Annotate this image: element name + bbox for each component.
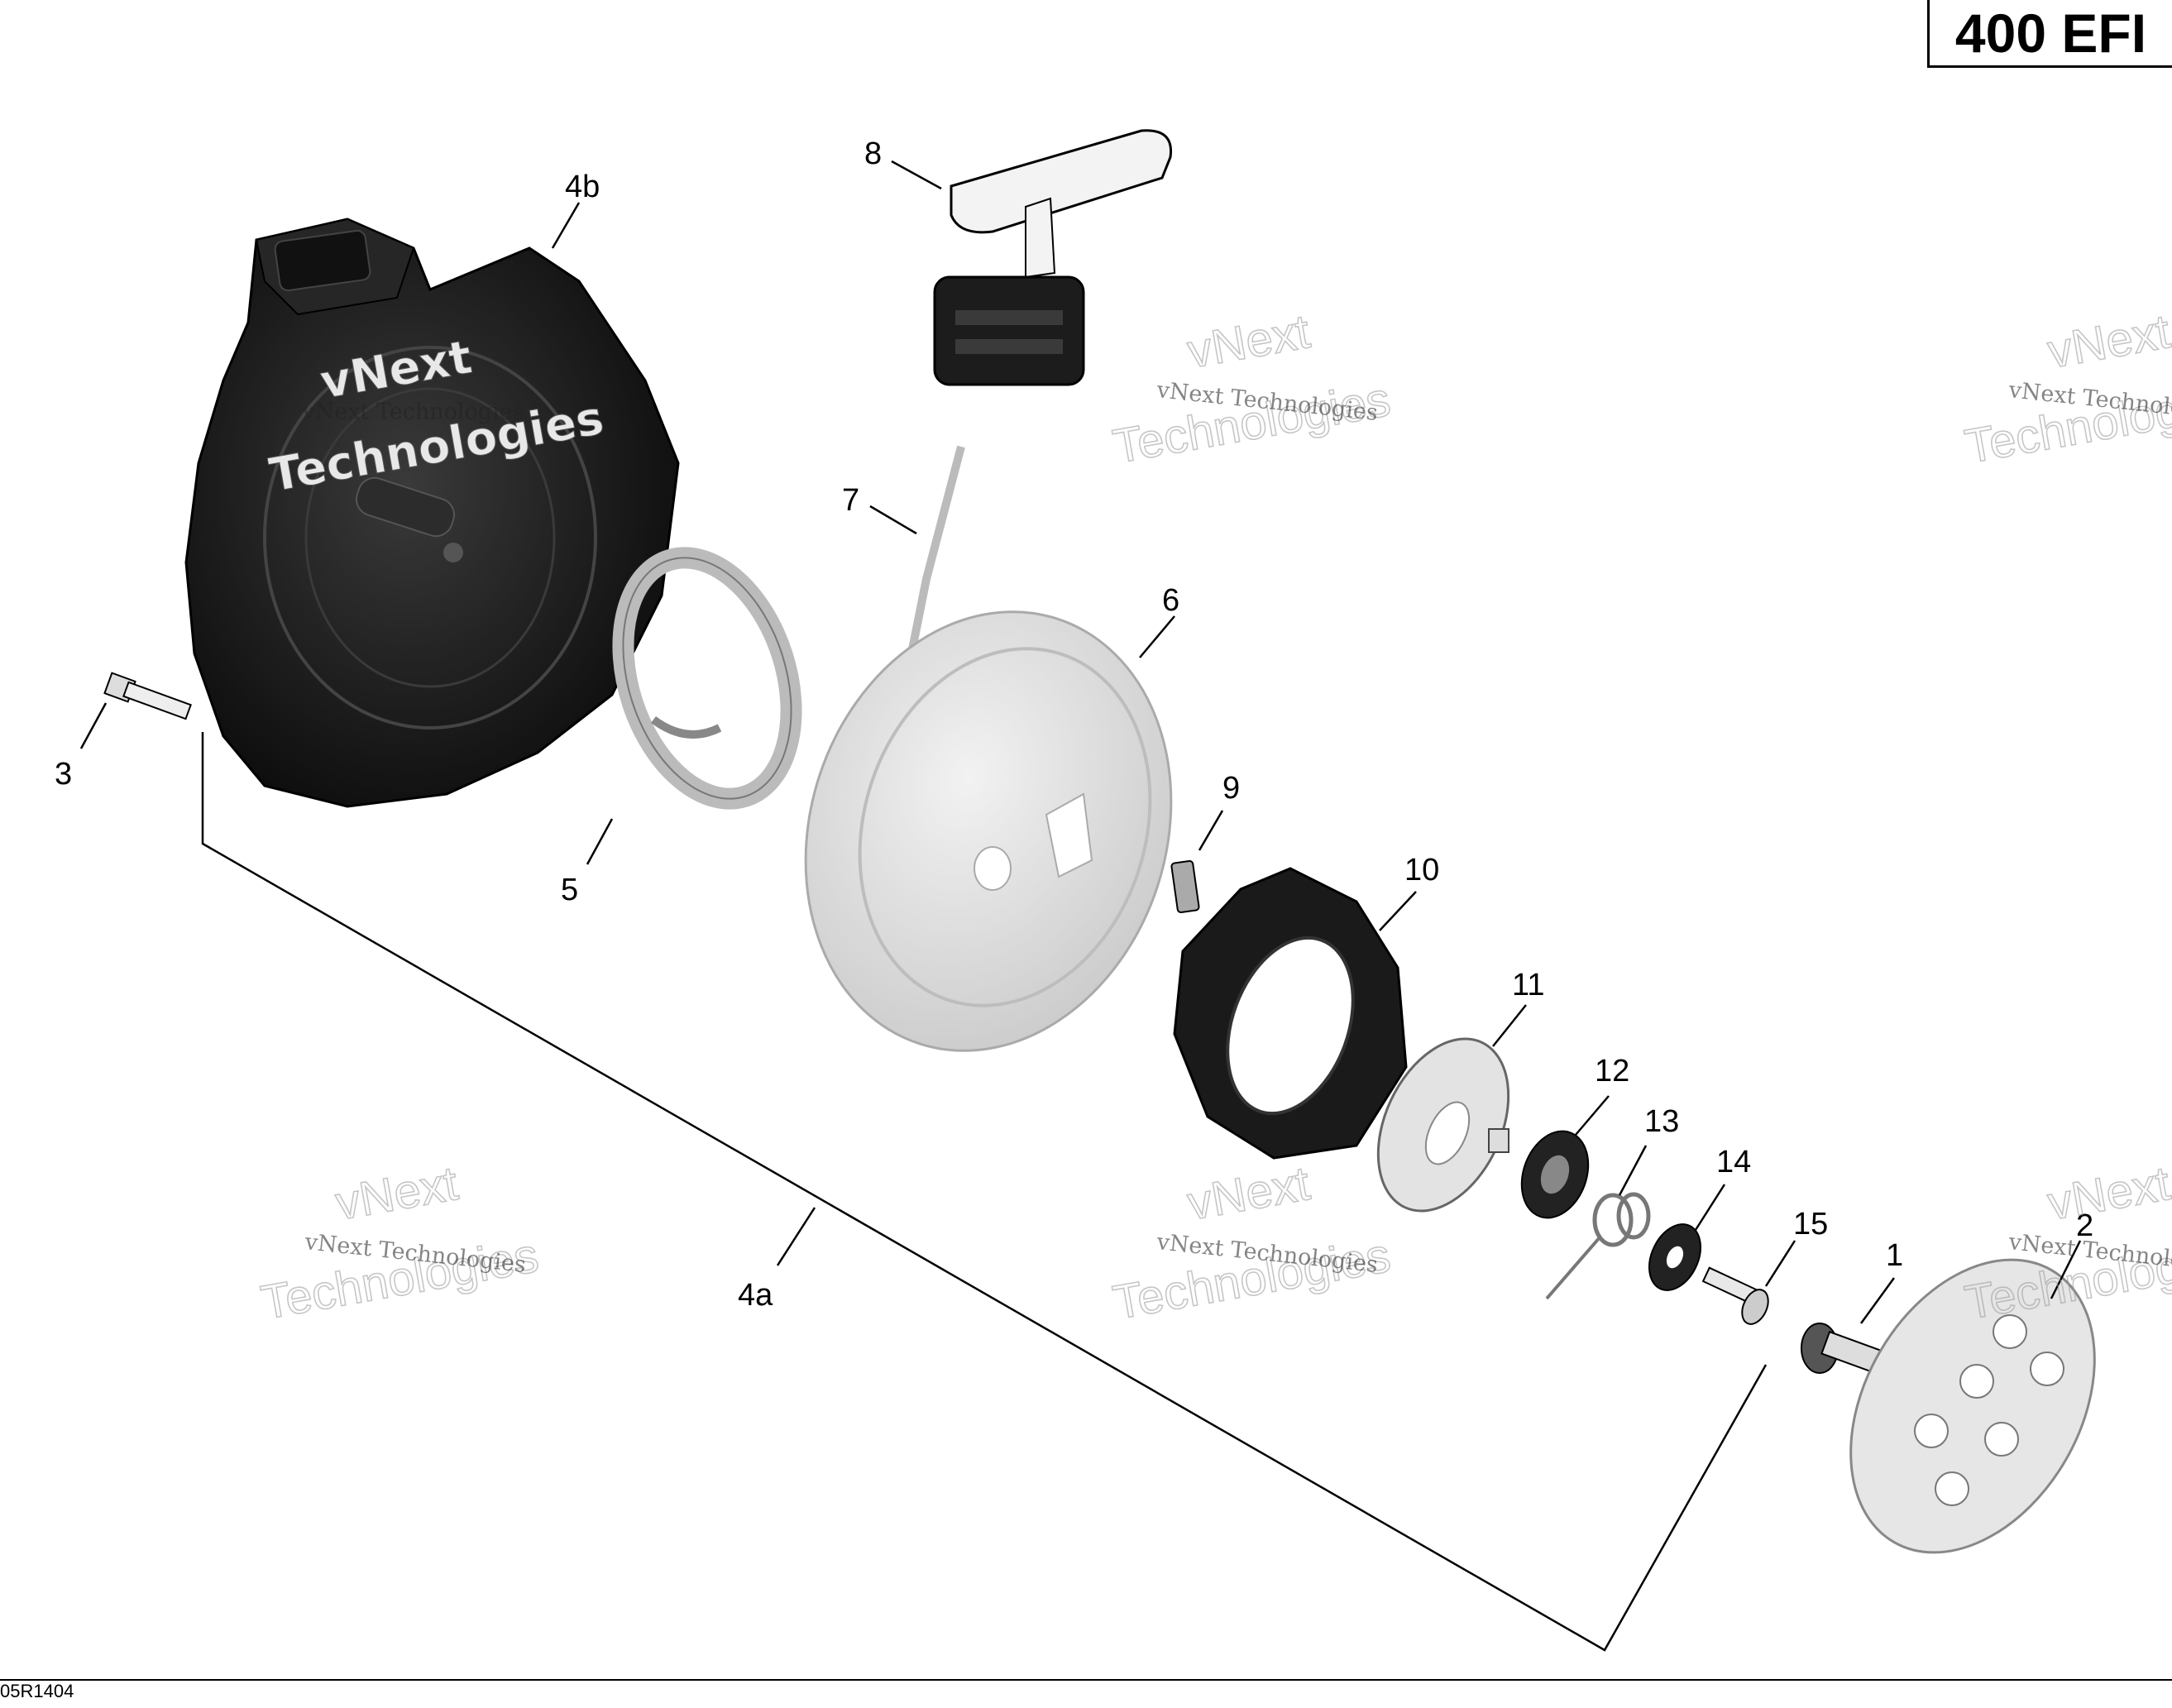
callout-11: 11 bbox=[1512, 968, 1544, 1002]
watermark-top-right: vNext Technologies vNext Technologies bbox=[1960, 304, 2172, 474]
svg-text:vNext: vNext bbox=[332, 1156, 462, 1231]
callout-9: 9 bbox=[1222, 771, 1240, 806]
callout-14: 14 bbox=[1716, 1145, 1751, 1179]
svg-text:vNext: vNext bbox=[2044, 1156, 2172, 1231]
svg-text:vNext: vNext bbox=[2044, 304, 2172, 379]
assembly-bracket bbox=[201, 732, 1768, 1652]
bottom-rule bbox=[0, 1679, 2172, 1681]
part-housing bbox=[184, 218, 680, 808]
watermark-bottom-center: vNext Technologies vNext Technologies bbox=[1108, 1155, 1395, 1330]
part-bushing bbox=[1520, 1130, 1590, 1219]
callout-4a: 4a bbox=[738, 1278, 773, 1313]
part-pawl bbox=[1170, 860, 1200, 913]
watermark-bottom-left: vNext Technologies vNext Technologies bbox=[256, 1155, 543, 1330]
part-screw-15 bbox=[1701, 1266, 1769, 1325]
drawing-code: 05R1404 bbox=[0, 1681, 74, 1701]
part-bolt-3 bbox=[103, 672, 192, 720]
part-handle bbox=[933, 129, 1173, 386]
part-torsion-spring bbox=[1545, 1192, 1651, 1300]
callout-2: 2 bbox=[2076, 1208, 2093, 1243]
watermark-top-center: vNext Technologies vNext Technologies bbox=[1108, 304, 1395, 474]
callout-7: 7 bbox=[842, 483, 859, 518]
callout-1: 1 bbox=[1886, 1238, 1903, 1273]
leader-lines bbox=[79, 160, 2082, 1324]
svg-text:vNext Technologies: vNext Technologies bbox=[301, 399, 524, 425]
callout-15: 15 bbox=[1793, 1207, 1828, 1242]
part-bolt-1 bbox=[1801, 1323, 1889, 1376]
model-label: 400 EFI bbox=[1927, 0, 2172, 68]
callout-10: 10 bbox=[1404, 853, 1439, 887]
part-washer bbox=[1648, 1223, 1701, 1291]
part-cap bbox=[1849, 1258, 2096, 1554]
callout-3: 3 bbox=[55, 757, 72, 792]
part-plate bbox=[1376, 1037, 1510, 1213]
callout-12: 12 bbox=[1595, 1054, 1629, 1088]
part-spring bbox=[612, 547, 802, 810]
watermark-bottom-right: vNext Technologies vNext Technologies bbox=[1960, 1155, 2172, 1330]
callout-8: 8 bbox=[864, 136, 882, 171]
callout-6: 6 bbox=[1162, 583, 1179, 618]
callout-13: 13 bbox=[1644, 1104, 1679, 1139]
svg-text:vNext: vNext bbox=[1184, 1156, 1313, 1231]
part-pulley bbox=[804, 610, 1173, 1052]
callout-4b: 4b bbox=[565, 170, 600, 204]
callout-5: 5 bbox=[561, 873, 578, 907]
svg-text:vNext: vNext bbox=[317, 331, 476, 410]
part-cam bbox=[1173, 867, 1408, 1160]
svg-text:vNext: vNext bbox=[1184, 304, 1313, 379]
